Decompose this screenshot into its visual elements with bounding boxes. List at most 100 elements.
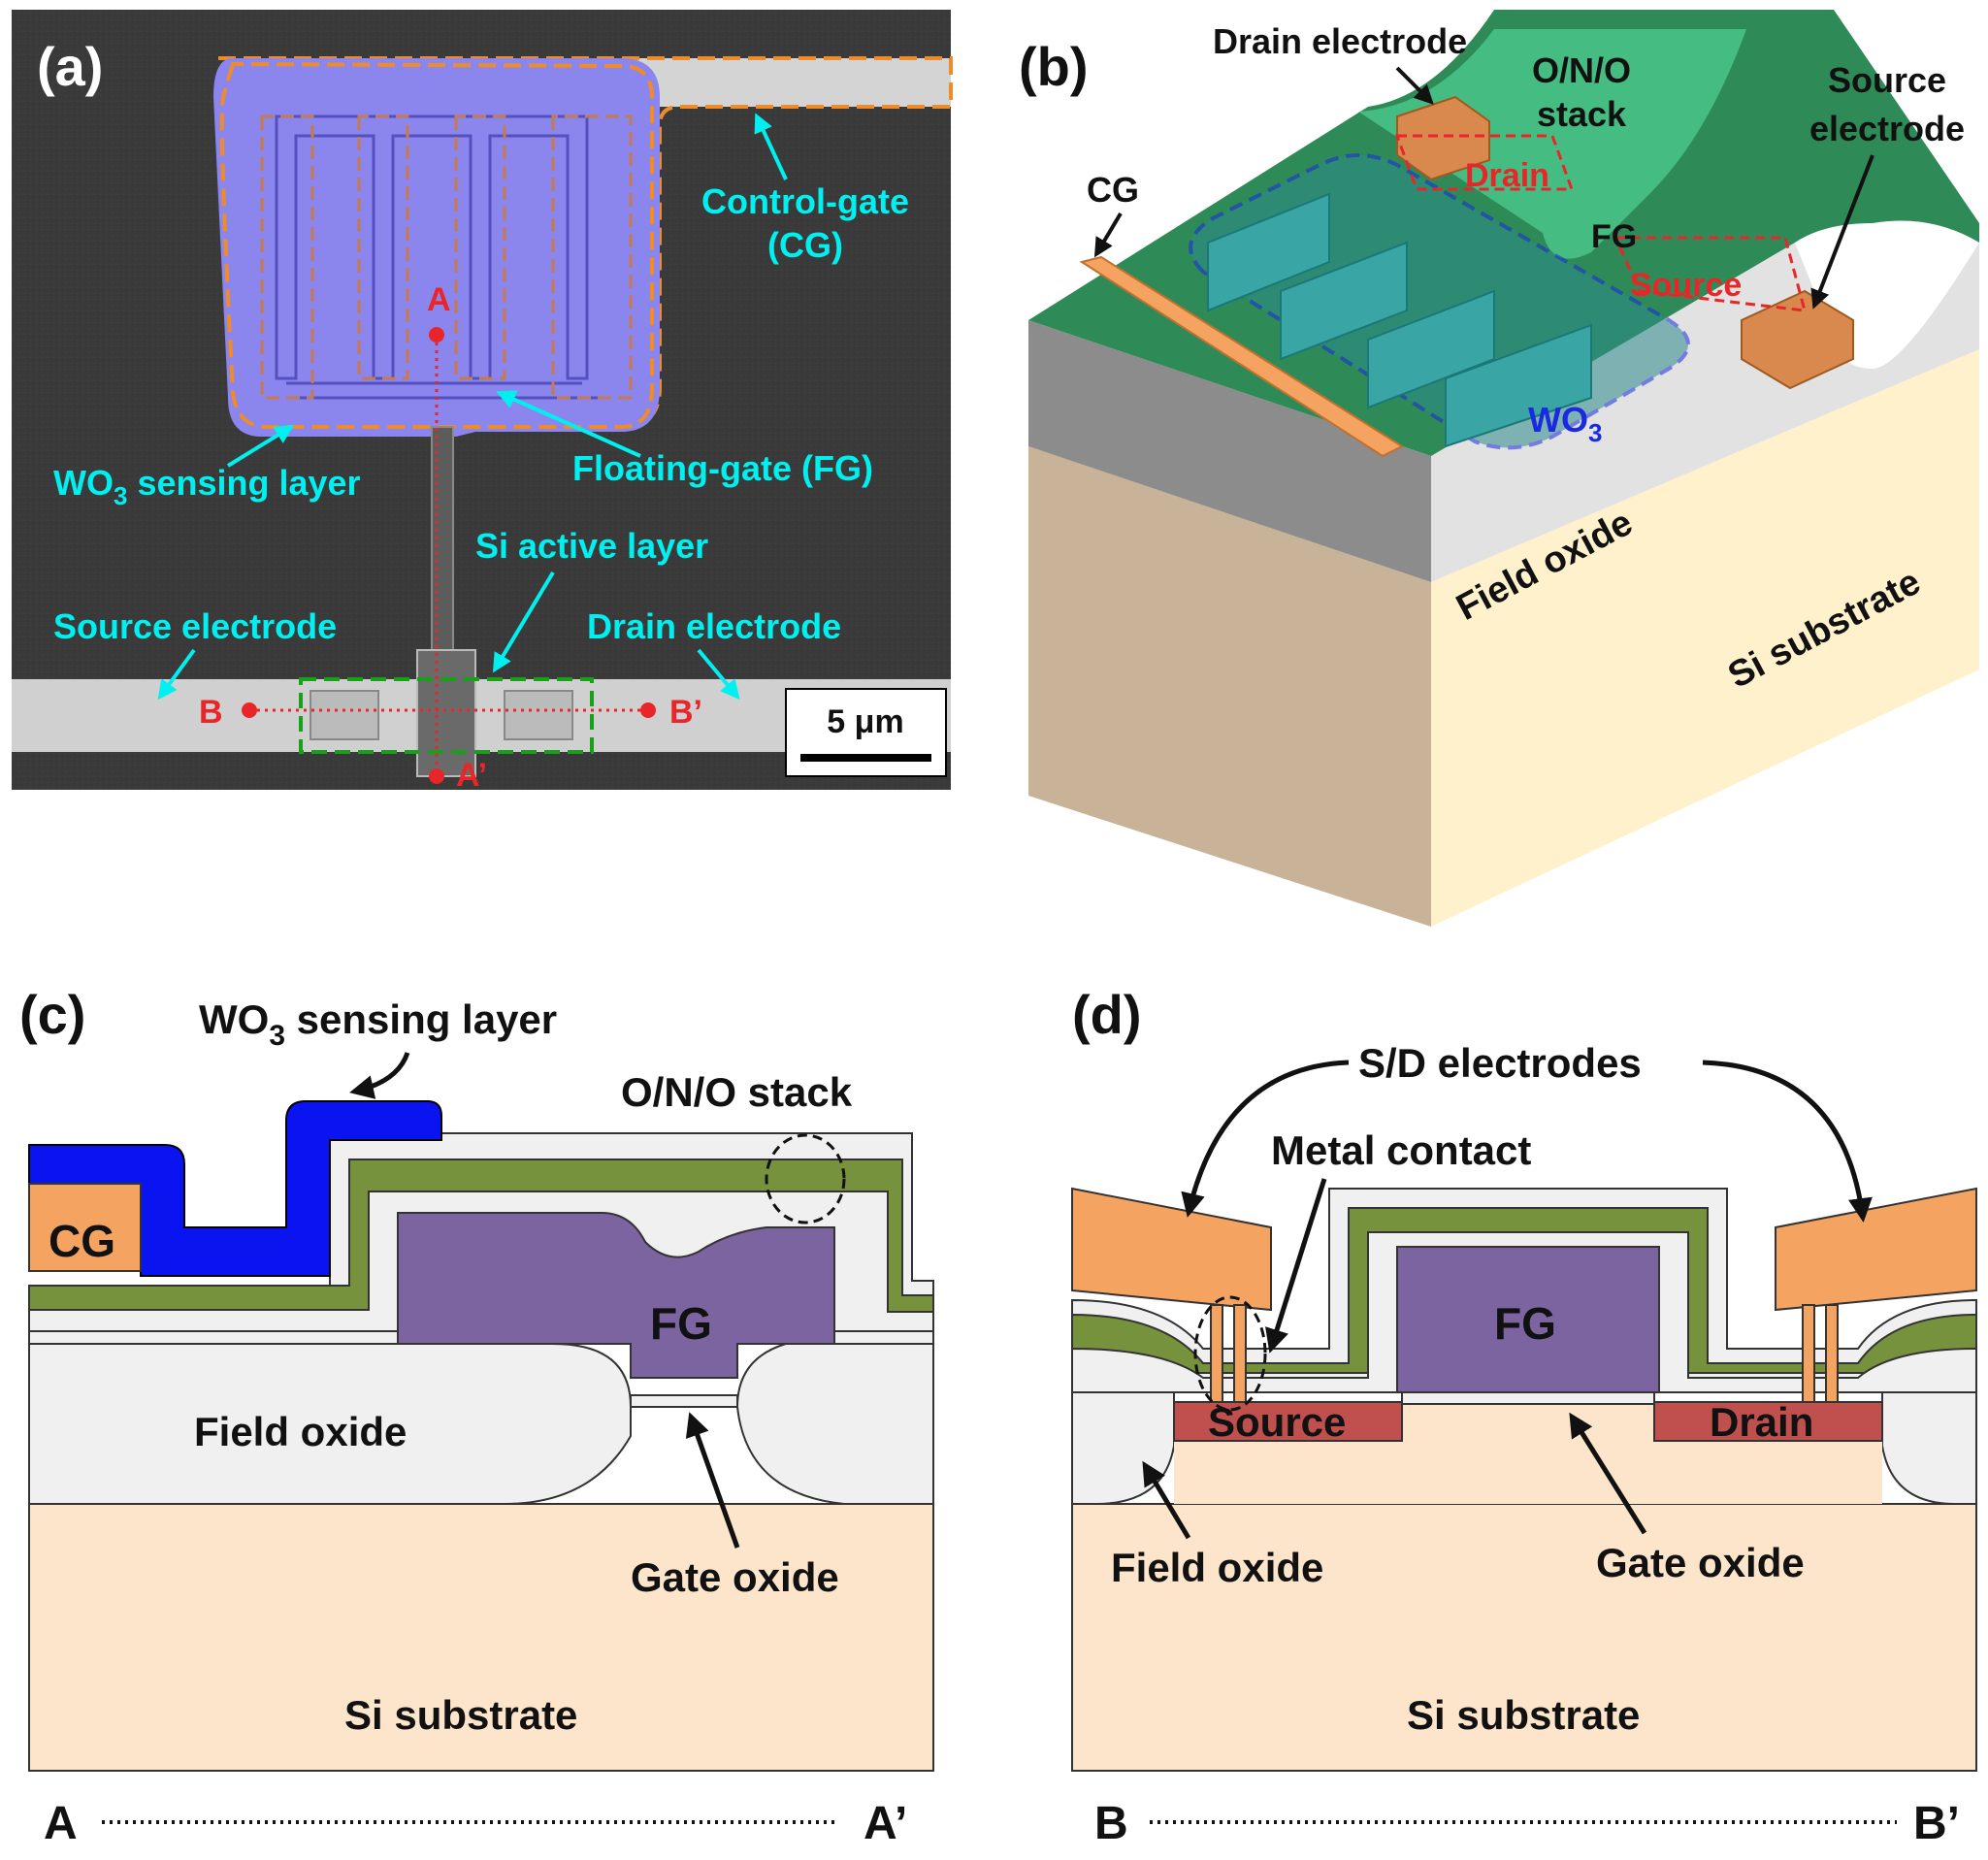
source-contact-2-d xyxy=(1233,1304,1247,1403)
gate-oxide-arrow-d xyxy=(1569,1412,1647,1535)
gate-oxide-arrow-c xyxy=(685,1412,740,1549)
si-substrate-label-d: Si substrate xyxy=(1407,1692,1640,1738)
wo3-label-b: WO3 xyxy=(1528,400,1602,447)
scale-bar-line xyxy=(800,754,931,762)
active-area-outline xyxy=(299,677,594,754)
source-electrode-d xyxy=(1071,1187,1272,1312)
drain-electrode-label-a: Drain electrode xyxy=(587,606,841,646)
scale-bar-label: 5 μm xyxy=(827,703,903,740)
point-a-prime-marker xyxy=(429,768,444,784)
wo3-sensing-region xyxy=(213,58,660,437)
ono-highlight-c xyxy=(765,1133,846,1224)
drain-region-d xyxy=(1653,1401,1883,1442)
panel-b: (b) Drain electrode O/N/O stack Source e… xyxy=(1019,10,1979,927)
gate-oxide-d xyxy=(1401,1391,1655,1405)
control-gate-label-2: (CG) xyxy=(767,225,843,265)
si-active-layer xyxy=(416,649,476,777)
sd-arrow-left-d xyxy=(1181,1060,1350,1218)
control-gate-line xyxy=(631,58,951,107)
field-oxide-c-right xyxy=(735,1343,934,1505)
field-oxide-left-face xyxy=(1028,320,1431,582)
point-a-marker xyxy=(429,327,444,343)
point-b-marker xyxy=(242,702,257,718)
drain-contact xyxy=(504,690,573,740)
panel-a-label: (a) xyxy=(37,36,103,97)
metal-contact-label-d: Metal contact xyxy=(1271,1127,1531,1173)
ono-label-c: O/N/O stack xyxy=(621,1069,853,1115)
drain-electrode-label-b: Drain electrode xyxy=(1213,21,1467,61)
source-region-d xyxy=(1173,1401,1403,1442)
floating-gate-arrow xyxy=(496,390,641,458)
point-b-prime-label: B’ xyxy=(669,694,702,731)
substrate-right-face xyxy=(1431,349,1979,927)
drain-electrode-arrow-a xyxy=(697,648,740,701)
fg-label-c: FG xyxy=(650,1298,712,1349)
source-electrode-label-b-2: electrode xyxy=(1809,109,1965,148)
sensing-layer-arrow-c xyxy=(349,1052,410,1099)
fg-d xyxy=(1396,1246,1660,1393)
drain-label-b: Drain xyxy=(1465,157,1549,194)
finger-outlines xyxy=(260,114,633,400)
drain-electrode-3d xyxy=(1396,95,1490,181)
source-label-d: Source xyxy=(1208,1399,1346,1445)
si-substrate-c xyxy=(28,1503,934,1772)
panel-a: A A’ B B’ 5 μm (a) Control-gate (CG) WO3… xyxy=(12,10,953,794)
source-electrode-arrow-b xyxy=(1810,154,1874,310)
cg-strip-3d xyxy=(1079,255,1405,458)
fg-label-d: FG xyxy=(1494,1298,1556,1349)
fg-label-b: FG xyxy=(1591,218,1637,255)
source-label-b: Source xyxy=(1630,267,1742,304)
panel-c: (c) WO3 sensing layer O/N/O stack CG FG … xyxy=(19,984,934,1849)
si-substrate-label-c: Si substrate xyxy=(344,1692,577,1738)
control-gate-label-1: Control-gate xyxy=(701,181,909,221)
metal-contact-arrow-d xyxy=(1265,1178,1327,1354)
wo3-outline xyxy=(219,61,654,429)
si-active-label: Si active layer xyxy=(475,526,708,566)
point-a-label: A xyxy=(427,281,451,318)
field-oxide-c-left xyxy=(28,1343,632,1505)
source-electrode-arrow-a xyxy=(157,648,196,701)
axis-b-label: B xyxy=(1094,1798,1128,1849)
sensing-layer-label-c: WO3 sensing layer xyxy=(199,996,557,1052)
panel-c-label: (c) xyxy=(19,984,85,1045)
cg-block-c xyxy=(28,1183,142,1272)
panel-b-label: (b) xyxy=(1019,36,1089,97)
source-contact-1-d xyxy=(1210,1304,1223,1403)
fg-raised-area xyxy=(1358,29,1746,259)
axis-b-prime-label: B’ xyxy=(1913,1798,1960,1849)
cg-label-c: CG xyxy=(49,1216,115,1266)
sensing-layer-label: WO3 sensing layer xyxy=(53,463,361,510)
substrate-left-face xyxy=(1028,446,1431,927)
source-electrode-label-a: Source electrode xyxy=(53,606,337,646)
field-oxide-label-d: Field oxide xyxy=(1111,1545,1323,1590)
gate-oxide-label-d: Gate oxide xyxy=(1596,1540,1805,1585)
point-b-label: B xyxy=(199,694,223,731)
gate-oxide-c xyxy=(630,1394,738,1408)
source-electrode-label-b-1: Source xyxy=(1828,60,1946,100)
drain-contact-1-d xyxy=(1802,1304,1815,1403)
drain-electrode-d xyxy=(1775,1187,1977,1312)
panel-d-label: (d) xyxy=(1072,984,1142,1045)
point-a-prime-label: A’ xyxy=(456,757,487,794)
si-substrate-d xyxy=(1071,1503,1977,1772)
fg-c xyxy=(397,1212,835,1379)
drain-label-d: Drain xyxy=(1710,1399,1813,1445)
drain-electrode-arrow-b xyxy=(1395,66,1434,105)
floating-gate-fingers xyxy=(275,114,602,400)
panel-d: (d) S/D electrodes Metal contact FG Sour… xyxy=(1071,984,1977,1849)
fg-stem xyxy=(431,426,454,661)
sd-arrow-right-d xyxy=(1702,1060,1873,1223)
point-b-prime-marker xyxy=(640,702,656,718)
ono-label-1: O/N/O xyxy=(1532,50,1631,90)
field-oxide-label-c: Field oxide xyxy=(194,1409,407,1454)
si-active-arrow xyxy=(492,571,555,673)
drain-contact-2-d xyxy=(1825,1304,1839,1403)
ono-label-2: stack xyxy=(1537,94,1627,134)
source-electrode-3d xyxy=(1741,289,1854,390)
sensing-layer-arrow xyxy=(226,424,295,468)
source-contact xyxy=(310,690,379,740)
field-oxide-arrow-d xyxy=(1142,1460,1191,1540)
source-region-outline xyxy=(1613,236,1808,312)
axis-a-prime-label: A’ xyxy=(864,1798,907,1849)
